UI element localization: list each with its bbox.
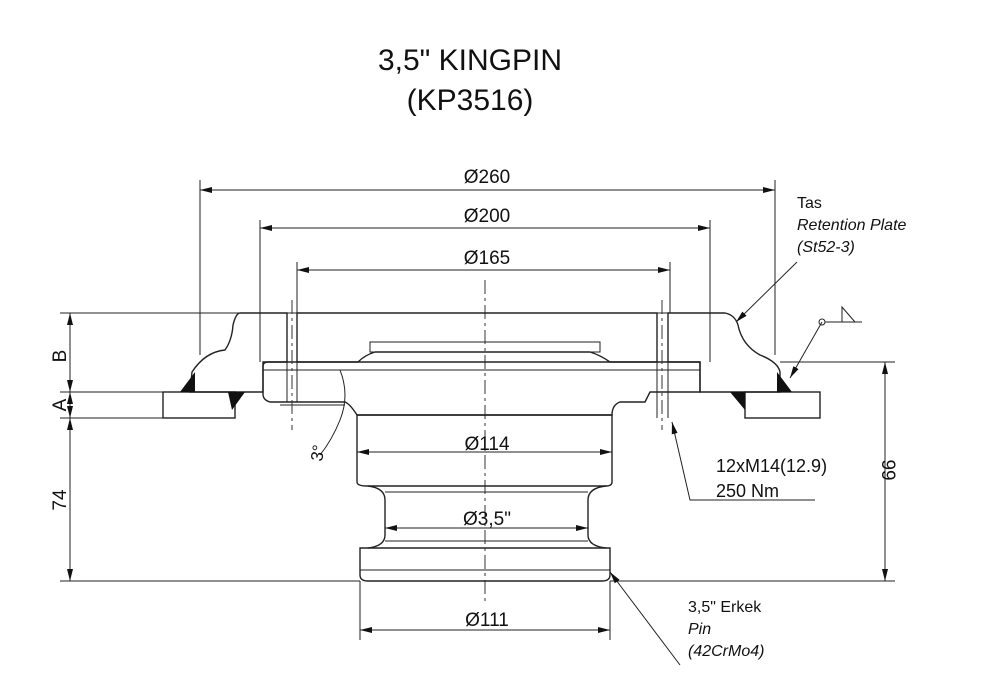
angle-3-deg: 3° — [307, 443, 329, 462]
pin-label-2: Pin — [688, 621, 711, 638]
title-line-1: 3,5" KINGPIN — [378, 44, 562, 77]
dim-114: Ø114 — [464, 434, 510, 455]
mounting-flange — [162, 391, 821, 419]
bolt-label-1: 12xM14(12.9) — [716, 456, 827, 476]
plate-leader — [735, 261, 798, 323]
bolt-holes — [286, 300, 669, 430]
angle-arc — [319, 369, 346, 456]
plate-label-2: Retention Plate — [797, 217, 907, 234]
dim-3-5: Ø3,5" — [463, 509, 511, 530]
pin-body — [356, 414, 613, 582]
weld-beads — [180, 372, 792, 410]
dim-165: Ø165 — [464, 248, 510, 269]
bolt-label-2: 250 Nm — [716, 481, 779, 501]
pin-label-1: 3,5" Erkek — [688, 599, 762, 616]
weld-symbol — [789, 305, 862, 379]
dim-200: Ø200 — [464, 206, 510, 227]
left-dimensions — [60, 312, 360, 582]
dim-B: B — [50, 350, 71, 363]
title-line-2: (KP3516) — [407, 84, 534, 117]
plate-label-3: (St52-3) — [797, 239, 855, 256]
dim-260: Ø260 — [464, 167, 510, 188]
dim-A: A — [50, 398, 71, 411]
dim-74: 74 — [50, 489, 71, 511]
plate-label-1: Tas — [797, 195, 822, 212]
dim-111: Ø111 — [465, 610, 509, 631]
dim-99: 99 — [877, 459, 898, 480]
pin-label-3: (42CrMo4) — [688, 643, 764, 660]
bolt-leader — [671, 421, 815, 501]
pin-leader — [609, 571, 681, 666]
